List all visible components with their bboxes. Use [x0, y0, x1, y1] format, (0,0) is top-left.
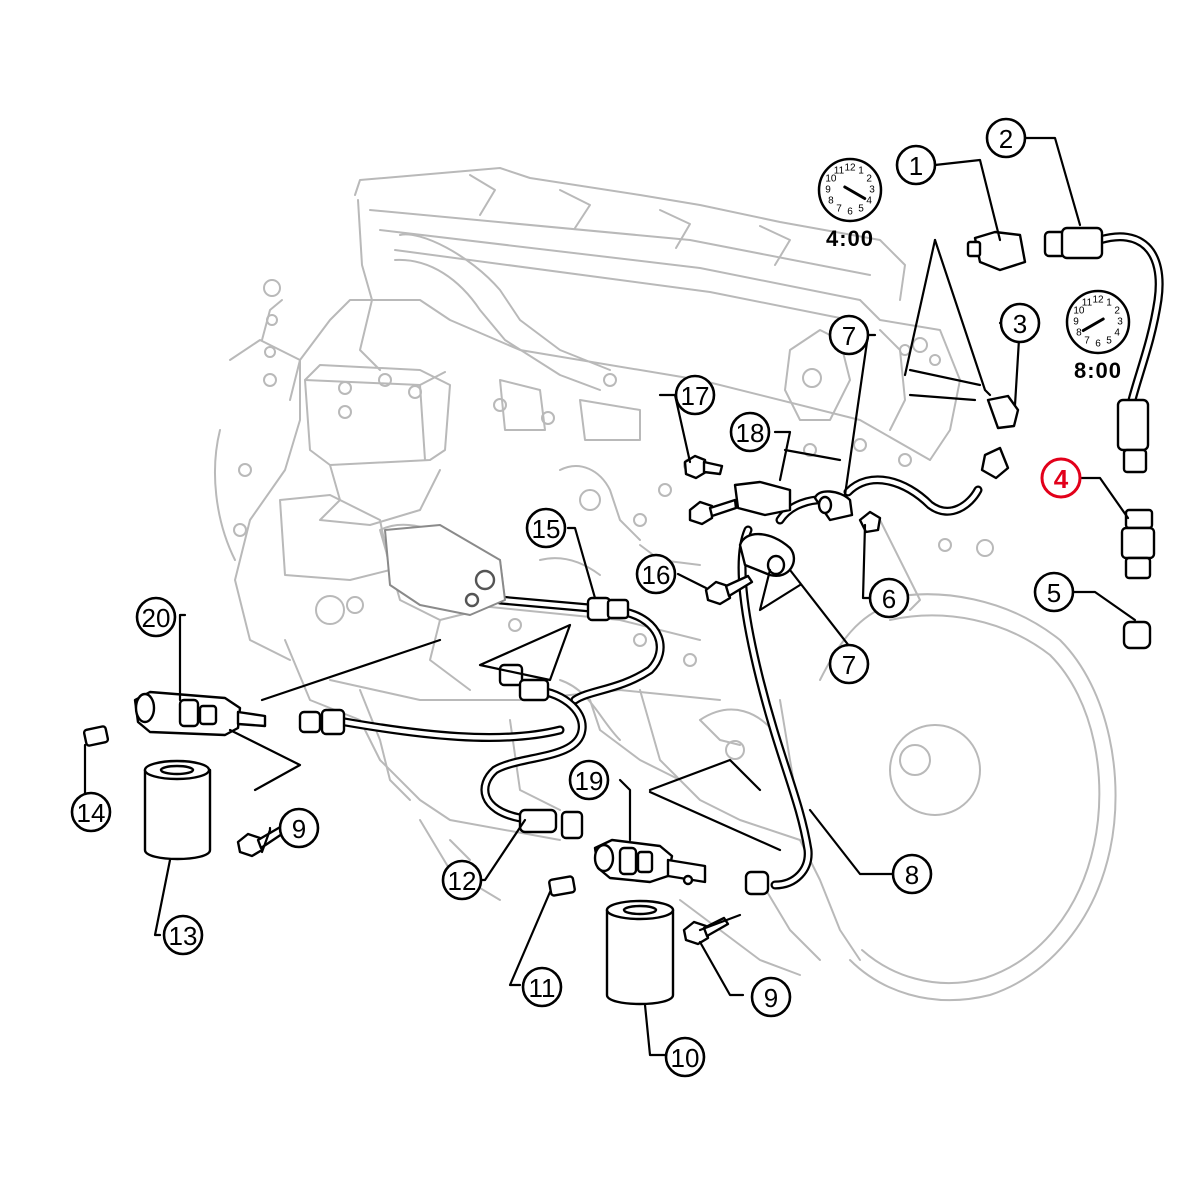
callout-18[interactable]: 18	[729, 411, 771, 453]
callout-5[interactable]: 5	[1033, 571, 1075, 613]
svg-text:7: 7	[842, 321, 856, 351]
callout-17[interactable]: 17	[674, 374, 716, 416]
svg-text:12: 12	[448, 866, 477, 896]
callout-11[interactable]: 11	[521, 966, 563, 1008]
clock-number: 8	[1076, 328, 1082, 339]
callout-14[interactable]: 14	[70, 791, 112, 833]
clamp-7-upper	[813, 490, 854, 522]
clock-number: 6	[847, 207, 853, 218]
clock-number: 1	[858, 165, 864, 176]
svg-text:5: 5	[1047, 578, 1061, 608]
callout-2[interactable]: 2	[985, 117, 1027, 159]
clock-number: 7	[836, 204, 842, 215]
clock-number: 5	[858, 204, 864, 215]
svg-text:7: 7	[842, 650, 856, 680]
clock-number: 2	[1114, 306, 1120, 317]
svg-text:1: 1	[909, 151, 923, 181]
clock-hand	[843, 185, 867, 200]
svg-text:8: 8	[905, 860, 919, 890]
clock-number: 5	[1106, 336, 1112, 347]
oil-filter-center	[605, 899, 675, 1006]
clock-hand	[1081, 317, 1105, 332]
clock-number: 6	[1095, 339, 1101, 350]
clock-number: 9	[825, 185, 831, 196]
callout-1[interactable]: 1	[895, 144, 937, 186]
clock-number: 1	[1106, 297, 1112, 308]
fitting-15	[586, 596, 630, 622]
clock-number: 8	[828, 196, 834, 207]
clock-number: 7	[1084, 336, 1090, 347]
callout-7-lower[interactable]: 7	[828, 643, 870, 685]
clamp-7-lower	[738, 532, 796, 577]
callout-4[interactable]: 4	[1040, 457, 1082, 499]
oil-filter-left	[143, 759, 212, 861]
svg-text:15: 15	[532, 514, 561, 544]
svg-text:19: 19	[575, 766, 604, 796]
clock-number: 4	[1114, 328, 1120, 339]
callout-15[interactable]: 15	[525, 507, 567, 549]
clock-time-label: 8:00	[1074, 358, 1122, 383]
engine-block-outline	[214, 167, 1117, 1002]
svg-text:10: 10	[671, 1043, 700, 1073]
callout-19[interactable]: 19	[568, 759, 610, 801]
clock-number: 12	[1092, 295, 1104, 306]
clock-number: 10	[825, 174, 837, 185]
callout-16[interactable]: 16	[635, 553, 677, 595]
callout-13[interactable]: 13	[162, 914, 204, 956]
callout-12[interactable]: 12	[441, 859, 483, 901]
sensor-3	[980, 394, 1020, 480]
clock-number: 9	[1073, 317, 1079, 328]
clock-number: 2	[866, 174, 872, 185]
svg-text:4: 4	[1054, 464, 1069, 494]
clock-number: 3	[869, 185, 875, 196]
svg-text:3: 3	[1013, 309, 1027, 339]
callout-10[interactable]: 10	[664, 1036, 706, 1078]
svg-text:6: 6	[882, 584, 896, 614]
callout-3[interactable]: 3	[999, 302, 1041, 344]
filter-head-left	[133, 690, 346, 737]
svg-text:13: 13	[169, 921, 198, 951]
cap-5	[1122, 620, 1152, 650]
svg-text:9: 9	[292, 814, 306, 844]
callout-20[interactable]: 20	[135, 596, 177, 638]
clock-number: 10	[1073, 306, 1085, 317]
callouts: 1 2 3 4 5 6 7 7 8 9 9 10 11 12 13 14 15 …	[70, 117, 1082, 1078]
sensor-adapter-4	[1116, 398, 1156, 580]
svg-text:11: 11	[529, 973, 556, 1003]
callout-9-center[interactable]: 9	[750, 976, 792, 1018]
callout-6[interactable]: 6	[868, 577, 910, 619]
plug-left	[82, 725, 110, 747]
svg-text:2: 2	[999, 124, 1013, 154]
pump-body	[384, 524, 506, 616]
svg-text:16: 16	[642, 560, 671, 590]
screw-6	[858, 510, 882, 534]
callout-7-upper[interactable]: 7	[828, 314, 870, 356]
bracket-18	[688, 480, 792, 526]
svg-text:14: 14	[77, 798, 106, 828]
svg-text:17: 17	[681, 381, 710, 411]
callout-8[interactable]: 8	[891, 853, 933, 895]
clock-number: 11	[1082, 297, 1093, 308]
callout-9-left[interactable]: 9	[278, 807, 320, 849]
svg-text:20: 20	[142, 603, 171, 633]
clock-number: 3	[1117, 317, 1123, 328]
sensor-connector-1	[966, 230, 1027, 272]
clock-number: 11	[834, 165, 845, 176]
bolt-17	[683, 454, 724, 480]
svg-text:18: 18	[736, 418, 765, 448]
sensor-connector-2	[1043, 226, 1104, 260]
clock-time-label: 4:00	[826, 226, 874, 251]
plug-center	[548, 875, 576, 897]
clock-number: 4	[866, 196, 872, 207]
svg-text:9: 9	[764, 983, 778, 1013]
leader-lines	[83, 136, 1137, 1057]
filter-head-center	[518, 808, 770, 896]
bolt-16	[704, 574, 754, 606]
clock-number: 12	[844, 163, 856, 174]
